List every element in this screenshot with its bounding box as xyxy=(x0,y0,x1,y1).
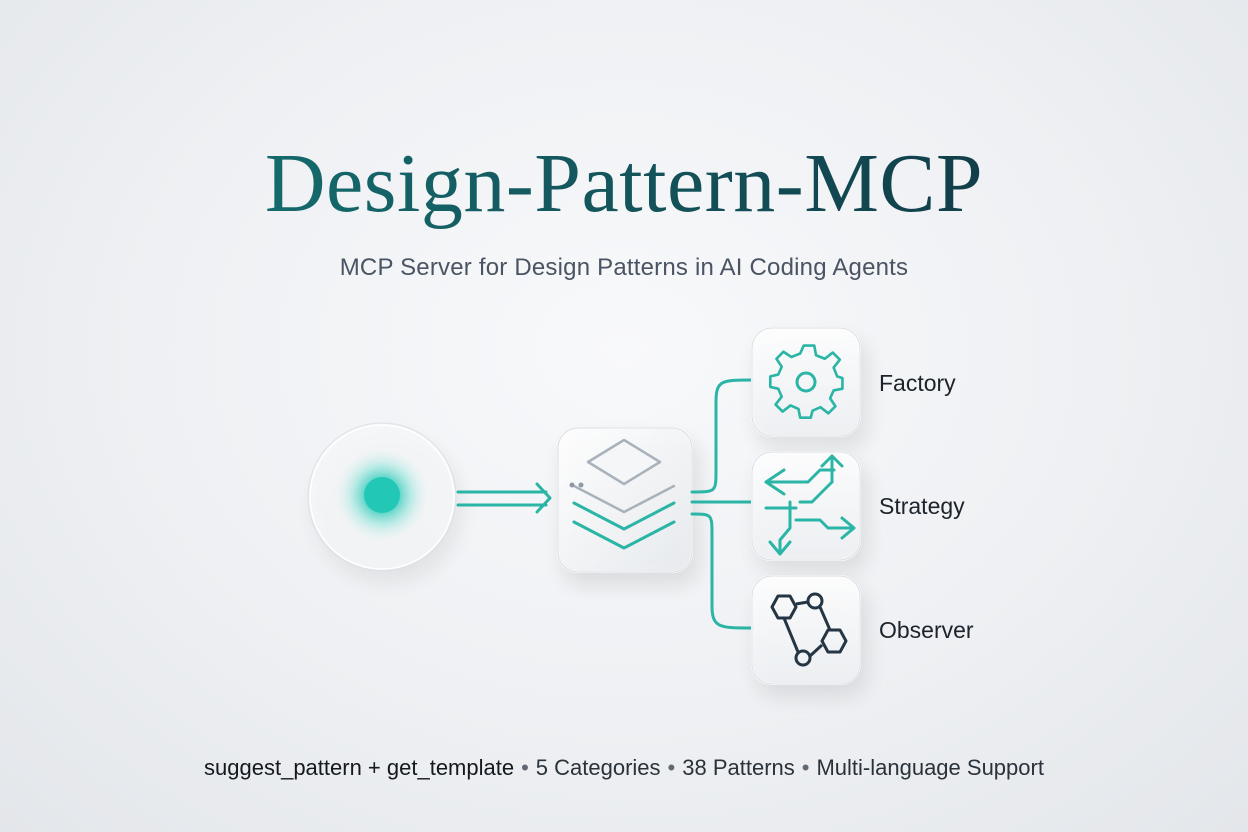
bullet-separator: • xyxy=(801,755,810,780)
feature-summary: suggest_pattern + get_template•5 Categor… xyxy=(0,753,1248,783)
categories-count: 5 Categories xyxy=(535,755,661,780)
pattern-label-strategy: Strategy xyxy=(879,493,965,519)
tool-names: suggest_pattern + get_template xyxy=(204,755,515,780)
server-stack-icon xyxy=(569,438,676,550)
pattern-label-observer: Observer xyxy=(879,617,974,643)
arrows-exchange-icon xyxy=(764,454,856,556)
node-graph-icon xyxy=(770,592,848,667)
gear-icon xyxy=(768,344,844,420)
request-arrow xyxy=(456,482,552,514)
pattern-card-factory xyxy=(751,327,861,437)
page-title: Design-Pattern-MCP xyxy=(0,134,1248,234)
language-support: Multi-language Support xyxy=(816,755,1044,780)
pattern-card-observer xyxy=(751,575,861,685)
branch-connectors xyxy=(690,378,754,630)
bullet-separator: • xyxy=(521,755,529,780)
pattern-card-strategy xyxy=(751,451,861,561)
patterns-count: 38 Patterns xyxy=(682,755,795,780)
page-subtitle: MCP Server for Design Patterns in AI Cod… xyxy=(339,254,909,281)
bullet-separator: • xyxy=(667,755,676,780)
agent-node xyxy=(307,422,457,572)
pattern-label-factory: Factory xyxy=(879,370,956,396)
